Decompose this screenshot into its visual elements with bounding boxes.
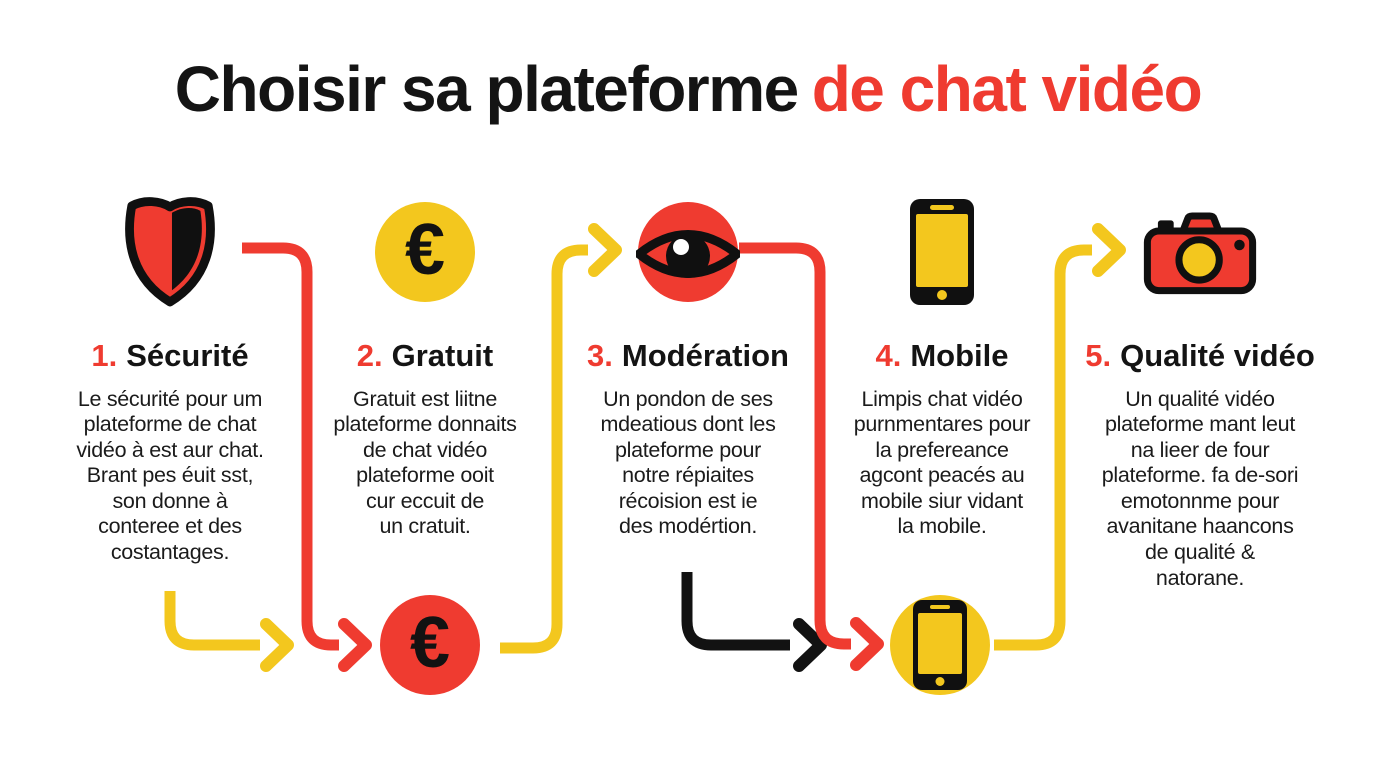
arrowhead-red-2 (850, 617, 884, 671)
section-5-body: Un qualité vidéo plateforme mant leut na… (1101, 386, 1299, 590)
section-5-heading: 5.Qualité vidéo (1085, 338, 1315, 373)
arrowhead-black (793, 618, 827, 672)
title-part-red: de chat vidéo (811, 53, 1203, 125)
eye-icon (568, 196, 808, 308)
arrowhead-yellow-2 (588, 223, 622, 277)
camera-icon-svg (1143, 212, 1257, 295)
arrow-phone-to-camera (994, 244, 1092, 651)
smartphone-shape (910, 199, 974, 305)
section-5-number: 5. (1085, 338, 1112, 373)
arrow-shield-to-euro (242, 242, 339, 651)
arrowhead-yellow-3 (1092, 223, 1126, 277)
smartphone-shape-small (913, 600, 967, 690)
euro-coin-circle: € (375, 202, 475, 302)
euro-coin-red-icon: € (380, 595, 480, 695)
eye-icon-svg (636, 202, 740, 302)
smartphone-icon (822, 196, 1062, 308)
section-3-heading: 3.Modération (587, 338, 789, 373)
section-moderation: 3.Modération Un pondon de ses mdeatious … (568, 196, 808, 540)
phone-speaker (930, 205, 954, 210)
section-2-heading: 2.Gratuit (356, 338, 494, 373)
section-3-body: Un pondon de ses mdeatious dont les plat… (600, 386, 776, 539)
arrow-yellow-bottom-left (164, 591, 260, 651)
section-1-heading: 1.Sécurité (91, 338, 249, 373)
phone-home-button (937, 290, 947, 300)
camera-icon (1078, 196, 1322, 308)
arrow-black (681, 572, 790, 651)
phone-speaker (930, 605, 950, 609)
title-part-black: Choisir sa plateforme (174, 53, 799, 125)
smartphone-yellow-icon (890, 595, 990, 695)
section-4-body: Limpis chat vidéo purnmentares pour la p… (853, 386, 1031, 539)
shield-icon-svg (125, 197, 215, 307)
section-1-number: 1. (91, 338, 118, 373)
section-qualite-video: 5.Qualité vidéo Un qualité vidéo platefo… (1078, 196, 1322, 591)
euro-symbol-red-circle: € (409, 603, 451, 683)
section-gratuit: € 2.Gratuit Gratuit est liitne plateform… (307, 196, 543, 540)
section-mobile: 4.Mobile Limpis chat vidéo purnmentares … (822, 196, 1062, 540)
section-4-heading: 4.Mobile (875, 338, 1009, 373)
section-4-number: 4. (875, 338, 902, 373)
section-2-number: 2. (356, 338, 383, 373)
arrow-euro-to-eye (500, 244, 588, 654)
section-3-number: 3. (587, 338, 613, 373)
euro-symbol: € (404, 210, 446, 290)
shield-icon (52, 196, 288, 308)
arrow-eye-to-phone (739, 242, 851, 650)
phone-screen (918, 613, 962, 674)
arrowhead-yellow-1 (260, 618, 294, 672)
euro-coin-icon: € (307, 196, 543, 308)
section-securite: 1.Sécurité Le sécurité pour um plateform… (52, 196, 288, 566)
section-1-body: Le sécurité pour um plateforme de chat v… (76, 386, 264, 565)
phone-home-button (935, 677, 945, 686)
phone-screen (916, 214, 968, 287)
arrowhead-red-1 (338, 618, 372, 672)
section-2-body: Gratuit est liitne plateforme donnaits d… (333, 386, 517, 539)
